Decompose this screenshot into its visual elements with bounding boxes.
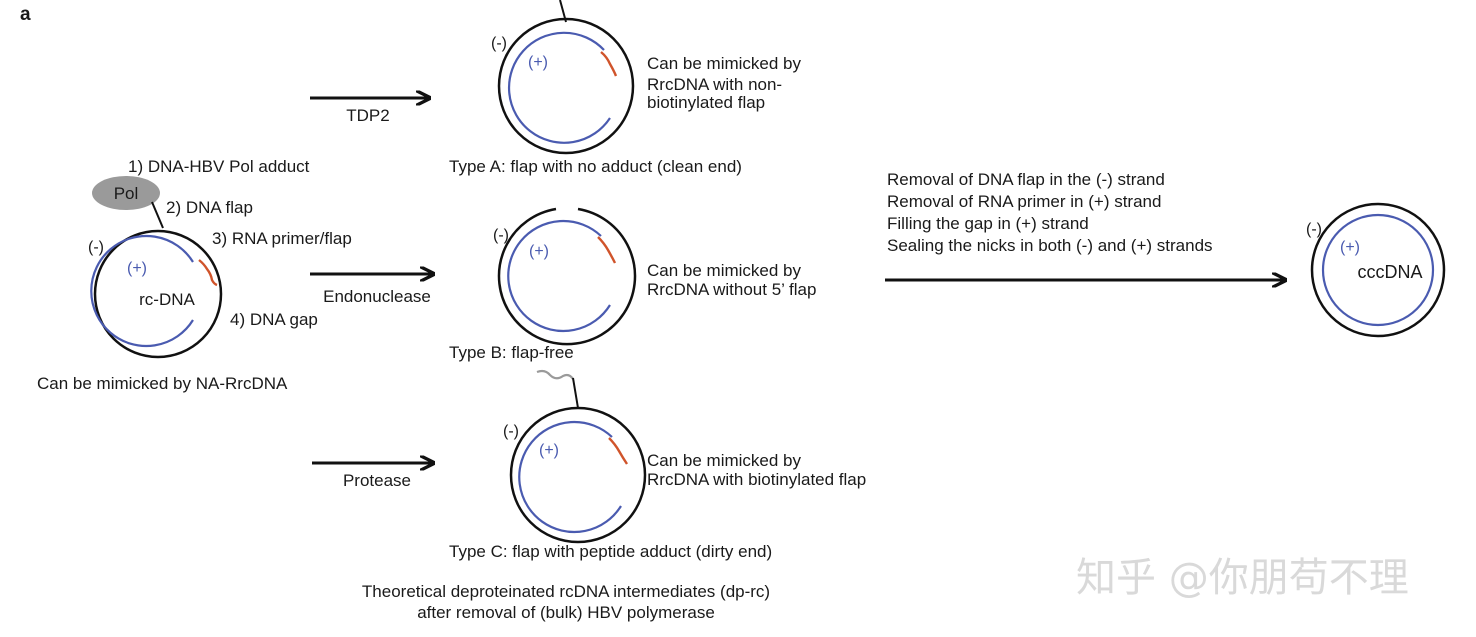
type-b-plus-label: (+) — [529, 243, 549, 260]
type-c-mimic-line1: Can be mimicked by — [647, 451, 802, 470]
repair-step-1: Removal of DNA flap in the (-) strand — [887, 170, 1165, 189]
type-b-rna-primer — [597, 236, 617, 264]
feature-dna-gap: 4) DNA gap — [230, 310, 318, 329]
type-a-rna-primer — [600, 51, 618, 77]
type-a-group: (-) (+) Can be mimicked by RrcDNA with n… — [449, 0, 802, 176]
cccdna-minus-strand — [1310, 202, 1446, 338]
arrow-tdp2-label: TDP2 — [346, 106, 389, 125]
type-c-rna-primer — [608, 437, 628, 465]
type-b-mimic-line2: RrcDNA without 5’ flap — [647, 280, 816, 299]
arrow-protease: Protease — [312, 463, 432, 490]
panel-label: a — [20, 4, 31, 25]
cccdna-minus-label: (-) — [1306, 221, 1322, 238]
watermark: 知乎 @你朋苟不理 — [1076, 555, 1409, 601]
type-a-mimic-line2: RrcDNA with non- — [647, 75, 782, 94]
type-c-flap — [572, 377, 579, 409]
type-c-plus-strand — [518, 420, 622, 534]
type-c-peptide-adduct — [536, 369, 574, 380]
type-b-mimic-line1: Can be mimicked by — [647, 261, 802, 280]
type-a-mimic-line3: biotinylated flap — [647, 93, 765, 112]
type-c-plus-label: (+) — [539, 442, 559, 459]
type-a-mimic-line1: Can be mimicked by — [647, 54, 802, 73]
arrow-endonuclease-label: Endonuclease — [323, 287, 431, 306]
rc-dna-caption: Can be mimicked by NA-RrcDNA — [37, 374, 288, 393]
type-c-minus-strand — [509, 406, 647, 544]
pol-protein — [92, 176, 160, 210]
repair-step-4: Sealing the nicks in both (-) and (+) st… — [887, 236, 1213, 255]
repair-step-3: Filling the gap in (+) strand — [887, 214, 1089, 233]
rc-dna-center-label: rc-DNA — [139, 290, 195, 309]
type-b-group: (-) (+) Can be mimicked by RrcDNA withou… — [449, 207, 816, 362]
intermediates-caption-line2: after removal of (bulk) HBV polymerase — [417, 603, 715, 622]
type-b-minus-label: (-) — [493, 227, 509, 244]
type-c-minus-label: (-) — [503, 423, 519, 440]
cccdna-center-label: cccDNA — [1357, 262, 1422, 282]
feature-dna-flap: 2) DNA flap — [166, 198, 253, 217]
pol-adduct-link — [151, 201, 164, 229]
type-c-group: (-) (+) Can be mimicked by RrcDNA with b… — [449, 369, 866, 561]
type-a-plus-strand — [507, 31, 611, 144]
type-a-plus-label: (+) — [528, 54, 548, 71]
rc-dna-plus-label: (+) — [127, 260, 147, 277]
type-b-plus-strand — [507, 219, 611, 333]
rc-dna-plus-strand — [90, 234, 194, 348]
cccdna-plus-label: (+) — [1340, 239, 1360, 256]
type-c-caption: Type C: flap with peptide adduct (dirty … — [449, 542, 772, 561]
type-a-minus-label: (-) — [491, 35, 507, 52]
type-b-minus-strand — [497, 207, 637, 346]
arrow-endonuclease: Endonuclease — [310, 274, 432, 306]
rc-dna-rna-primer — [198, 259, 218, 287]
type-c-mimic-line2: RrcDNA with biotinylated flap — [647, 470, 866, 489]
cccdna-plus-strand — [1321, 213, 1435, 327]
rc-dna-group: Pol (-) (+) rc-DNA 1) DNA-HBV Pol adduct… — [37, 157, 352, 393]
repair-step-2: Removal of RNA primer in (+) strand — [887, 192, 1161, 211]
type-b-caption: Type B: flap-free — [449, 343, 574, 362]
rc-dna-minus-strand — [93, 229, 223, 359]
arrow-tdp2: TDP2 — [310, 98, 428, 125]
feature-rna-primer: 3) RNA primer/flap — [212, 229, 352, 248]
type-a-caption: Type A: flap with no adduct (clean end) — [449, 157, 742, 176]
intermediates-caption-line1: Theoretical deproteinated rcDNA intermed… — [362, 582, 770, 601]
type-a-minus-strand — [497, 17, 635, 155]
arrow-protease-label: Protease — [343, 471, 411, 490]
cccdna-group: (-) (+) cccDNA — [1306, 202, 1446, 338]
rc-dna-minus-label: (-) — [88, 239, 104, 256]
pol-label: Pol — [114, 184, 139, 203]
feature-pol-adduct: 1) DNA-HBV Pol adduct — [128, 157, 310, 176]
repair-steps: Removal of DNA flap in the (-) strand Re… — [887, 170, 1213, 255]
